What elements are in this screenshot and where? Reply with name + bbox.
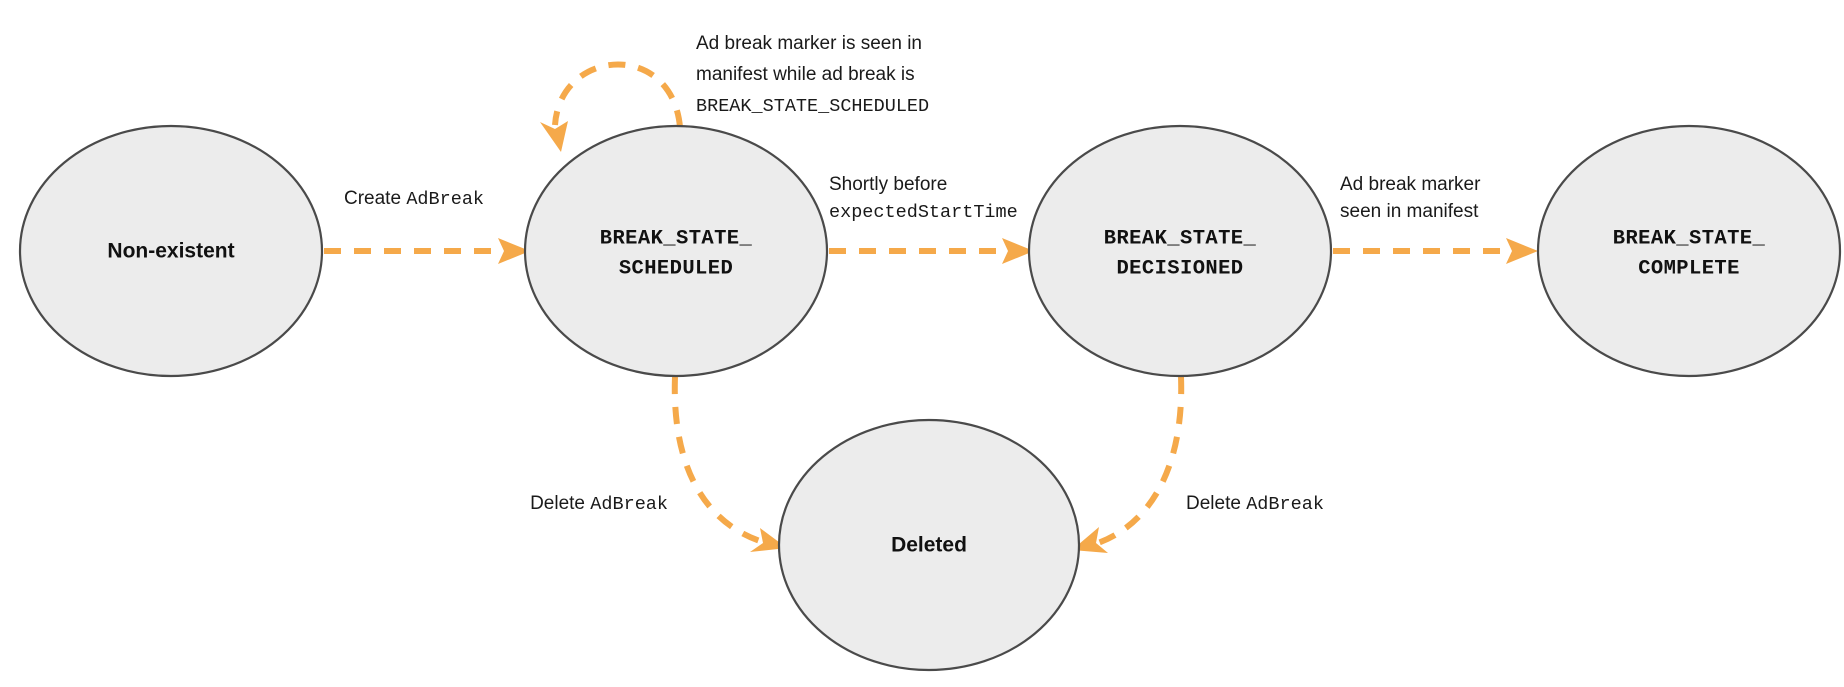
edge-label-create-adbreak: Create AdBreak — [344, 188, 484, 210]
edge-decisioned-to-complete — [1333, 238, 1538, 264]
edge-decisioned-to-complete-arrowhead — [1506, 238, 1538, 264]
node-break-state-scheduled-label-line2: SCHEDULED — [619, 257, 733, 280]
edge-label-shortly-line2: expectedStartTime — [829, 202, 1018, 223]
edge-label-delete-right-prefix: Delete — [1186, 493, 1246, 514]
edge-decisioned-to-deleted-arrowhead — [1072, 527, 1108, 553]
edge-scheduled-to-decisioned — [829, 238, 1034, 264]
edge-label-decisioned-to-complete: Ad break marker seen in manifest — [1340, 174, 1481, 222]
node-break-state-scheduled-shape[interactable] — [523, 124, 829, 378]
node-non-existent-shape[interactable] — [18, 124, 324, 378]
svg-text:Delete AdBreak: Delete AdBreak — [530, 493, 668, 515]
node-break-state-complete-shape[interactable] — [1536, 124, 1842, 378]
node-deleted-label: Deleted — [891, 534, 967, 557]
node-deleted-shape[interactable] — [777, 418, 1081, 672]
node-break-state-scheduled[interactable]: BREAK_STATE_ SCHEDULED — [523, 124, 829, 378]
node-break-state-complete-label-line2: COMPLETE — [1638, 257, 1740, 280]
edge-scheduled-to-deleted — [671, 376, 787, 552]
edge-label-marker-line1: Ad break marker — [1340, 174, 1481, 195]
edge-decisioned-to-deleted-path — [1096, 376, 1185, 546]
edge-label-scheduled-to-decisioned: Shortly before expectedStartTime — [829, 174, 1018, 223]
edge-scheduled-to-deleted-arrowhead — [750, 528, 787, 552]
node-break-state-complete[interactable]: BREAK_STATE_ COMPLETE — [1536, 124, 1842, 378]
node-non-existent-label: Non-existent — [107, 240, 234, 263]
edge-label-loop-line2: manifest while ad break is — [696, 64, 915, 85]
edge-label-create-mono: AdBreak — [406, 189, 484, 210]
edge-label-create-prefix: Create — [344, 188, 406, 209]
edge-label-loop-line3: BREAK_STATE_SCHEDULED — [696, 96, 929, 117]
edge-scheduled-to-decisioned-arrowhead — [1002, 238, 1034, 264]
edge-label-delete-left-mono: AdBreak — [590, 494, 668, 515]
svg-text:Delete AdBreak: Delete AdBreak — [1186, 493, 1324, 515]
edge-label-delete-right-mono: AdBreak — [1246, 494, 1324, 515]
edge-create-adbreak-arrowhead — [498, 238, 530, 264]
edge-scheduled-to-deleted-path — [671, 376, 761, 544]
edge-decisioned-to-deleted — [1072, 376, 1185, 553]
svg-text:Create AdBreak: Create AdBreak — [344, 188, 484, 210]
node-break-state-complete-label-line1: BREAK_STATE_ — [1613, 227, 1766, 250]
node-non-existent[interactable]: Non-existent — [18, 124, 324, 378]
edge-label-decisioned-to-deleted: Delete AdBreak — [1186, 493, 1324, 515]
edge-self-loop-scheduled-arrowhead — [540, 121, 568, 152]
edge-self-loop-scheduled-path — [552, 61, 683, 128]
edge-label-loop-line1: Ad break marker is seen in — [696, 33, 922, 54]
edge-label-shortly-line1: Shortly before — [829, 174, 947, 195]
node-break-state-decisioned-shape[interactable] — [1027, 124, 1333, 378]
node-break-state-decisioned[interactable]: BREAK_STATE_ DECISIONED — [1027, 124, 1333, 378]
node-break-state-decisioned-label-line1: BREAK_STATE_ — [1104, 227, 1257, 250]
edge-label-marker-line2: seen in manifest — [1340, 201, 1479, 222]
edge-label-scheduled-to-deleted: Delete AdBreak — [530, 493, 668, 515]
edge-label-delete-left-prefix: Delete — [530, 493, 590, 514]
edge-label-self-loop-scheduled: Ad break marker is seen in manifest whil… — [696, 33, 929, 117]
node-deleted[interactable]: Deleted — [777, 418, 1081, 672]
node-break-state-decisioned-label-line2: DECISIONED — [1116, 257, 1243, 280]
edge-create-adbreak — [324, 238, 530, 264]
edge-self-loop-scheduled — [540, 61, 683, 152]
node-break-state-scheduled-label-line1: BREAK_STATE_ — [600, 227, 753, 250]
